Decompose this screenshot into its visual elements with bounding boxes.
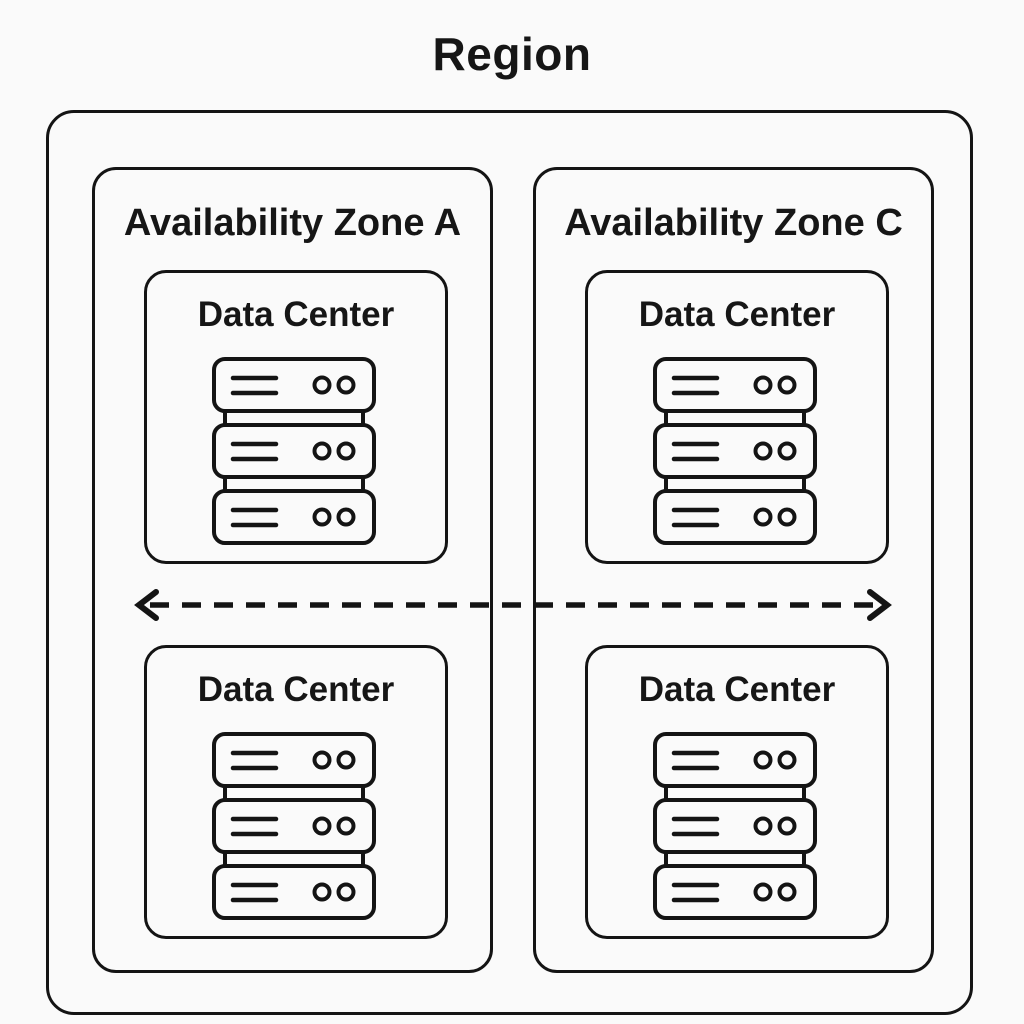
- server-stack-icon: [653, 357, 817, 545]
- data-center-label: Data Center: [197, 670, 395, 709]
- server-stack-icon: [212, 732, 376, 920]
- availability-zone-a-label: Availability Zone A: [123, 202, 462, 244]
- data-center-label: Data Center: [638, 295, 836, 334]
- data-center-label: Data Center: [197, 295, 395, 334]
- data-center-box: Data Center: [144, 645, 448, 939]
- region-box: [46, 110, 973, 1015]
- bidirectional-dashed-arrow-icon: [134, 589, 892, 621]
- availability-zone-c-label: Availability Zone C: [564, 202, 903, 244]
- availability-zone-c-box: Availability Zone C Data Center: [533, 167, 934, 973]
- diagram-title: Region: [432, 28, 592, 80]
- data-center-box: Data Center: [585, 270, 889, 564]
- availability-zone-a-box: Availability Zone A Data Center: [92, 167, 493, 973]
- data-center-label: Data Center: [638, 670, 836, 709]
- data-center-box: Data Center: [144, 270, 448, 564]
- server-stack-icon: [653, 732, 817, 920]
- server-stack-icon: [212, 357, 376, 545]
- data-center-box: Data Center: [585, 645, 889, 939]
